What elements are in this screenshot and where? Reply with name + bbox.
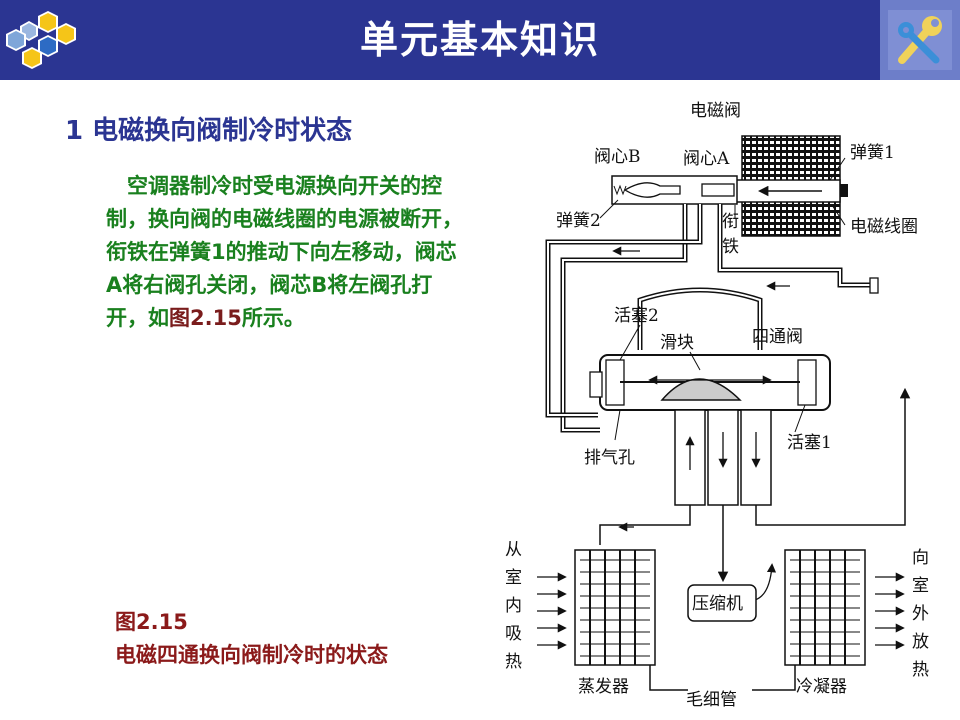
label-to-outdoor-1: 向 <box>912 548 929 568</box>
spring-2-coil <box>613 184 627 196</box>
body-text-part1: 空调器制冷时受电源换向开关的控制，换向阀的电磁线圈的电源被断开，衔铁在弹簧1的推… <box>106 174 463 330</box>
hexagon-cluster-icon <box>6 11 76 69</box>
piston-1 <box>797 359 817 406</box>
tool-badge <box>880 0 960 80</box>
label-piston-1: 活塞1 <box>787 433 832 453</box>
caption-figure-number: 图2.15 <box>115 610 188 634</box>
body-text-part2: 所示。 <box>241 306 305 330</box>
label-from-indoor-1: 从 <box>505 540 522 560</box>
figure-caption: 图2.15 电磁四通换向阀制冷时的状态 <box>115 606 388 672</box>
label-spring-2: 弹簧2 <box>556 211 601 231</box>
page-title: 单元基本知识 <box>359 18 600 62</box>
label-to-outdoor-2: 室 <box>912 576 929 596</box>
label-evaporator: 蒸发器 <box>578 677 629 697</box>
label-from-indoor-3: 内 <box>505 596 522 616</box>
spool-a <box>701 183 735 197</box>
condenser-coil <box>784 549 866 666</box>
label-to-outdoor-3: 外 <box>912 604 929 624</box>
compressor <box>687 584 757 622</box>
label-spring-1: 弹簧1 <box>850 143 895 163</box>
label-exhaust-hole: 排气孔 <box>584 448 635 468</box>
solenoid-end-cap <box>840 184 848 197</box>
label-compressor: 压缩机 <box>692 594 743 614</box>
body-paragraph: 空调器制冷时受电源换向开关的控制，换向阀的电磁线圈的电源被断开，衔铁在弹簧1的推… <box>106 170 471 335</box>
wrench-icon <box>888 10 952 70</box>
label-solenoid-valve: 电磁阀 <box>690 101 741 121</box>
label-spool-a: 阀心A <box>683 149 730 169</box>
label-condenser: 冷凝器 <box>796 677 847 697</box>
label-capillary: 毛细管 <box>686 690 737 710</box>
label-four-way-valve: 四通阀 <box>752 327 803 347</box>
label-coil: 电磁线圈 <box>850 217 918 237</box>
label-from-indoor-2: 室 <box>505 568 522 588</box>
pilot-tube-end <box>869 277 879 294</box>
spool-b <box>623 182 681 198</box>
label-to-outdoor-4: 放 <box>912 632 929 652</box>
header-bar: 单元基本知识 <box>0 0 960 80</box>
label-spool-b: 阀心B <box>594 147 641 167</box>
label-piston-2: 活塞2 <box>614 306 659 326</box>
caption-title: 电磁四通换向阀制冷时的状态 <box>115 643 388 667</box>
label-armature-1: 衔 <box>722 212 739 232</box>
label-from-indoor-5: 热 <box>505 652 522 672</box>
label-to-outdoor-5: 热 <box>912 660 929 680</box>
section-title: 1 电磁换向阀制冷时状态 <box>65 116 353 146</box>
label-from-indoor-4: 吸 <box>505 624 522 644</box>
label-slider: 滑块 <box>660 333 694 353</box>
four-way-valve-diagram: 电磁阀 阀心B 阀心A 弹簧1 弹簧2 衔 铁 电磁线圈 活塞2 滑块 四通阀 … <box>505 101 929 710</box>
label-armature-2: 铁 <box>722 237 739 257</box>
evaporator-coil <box>574 549 656 666</box>
figure-reference: 图2.15 <box>169 306 242 330</box>
